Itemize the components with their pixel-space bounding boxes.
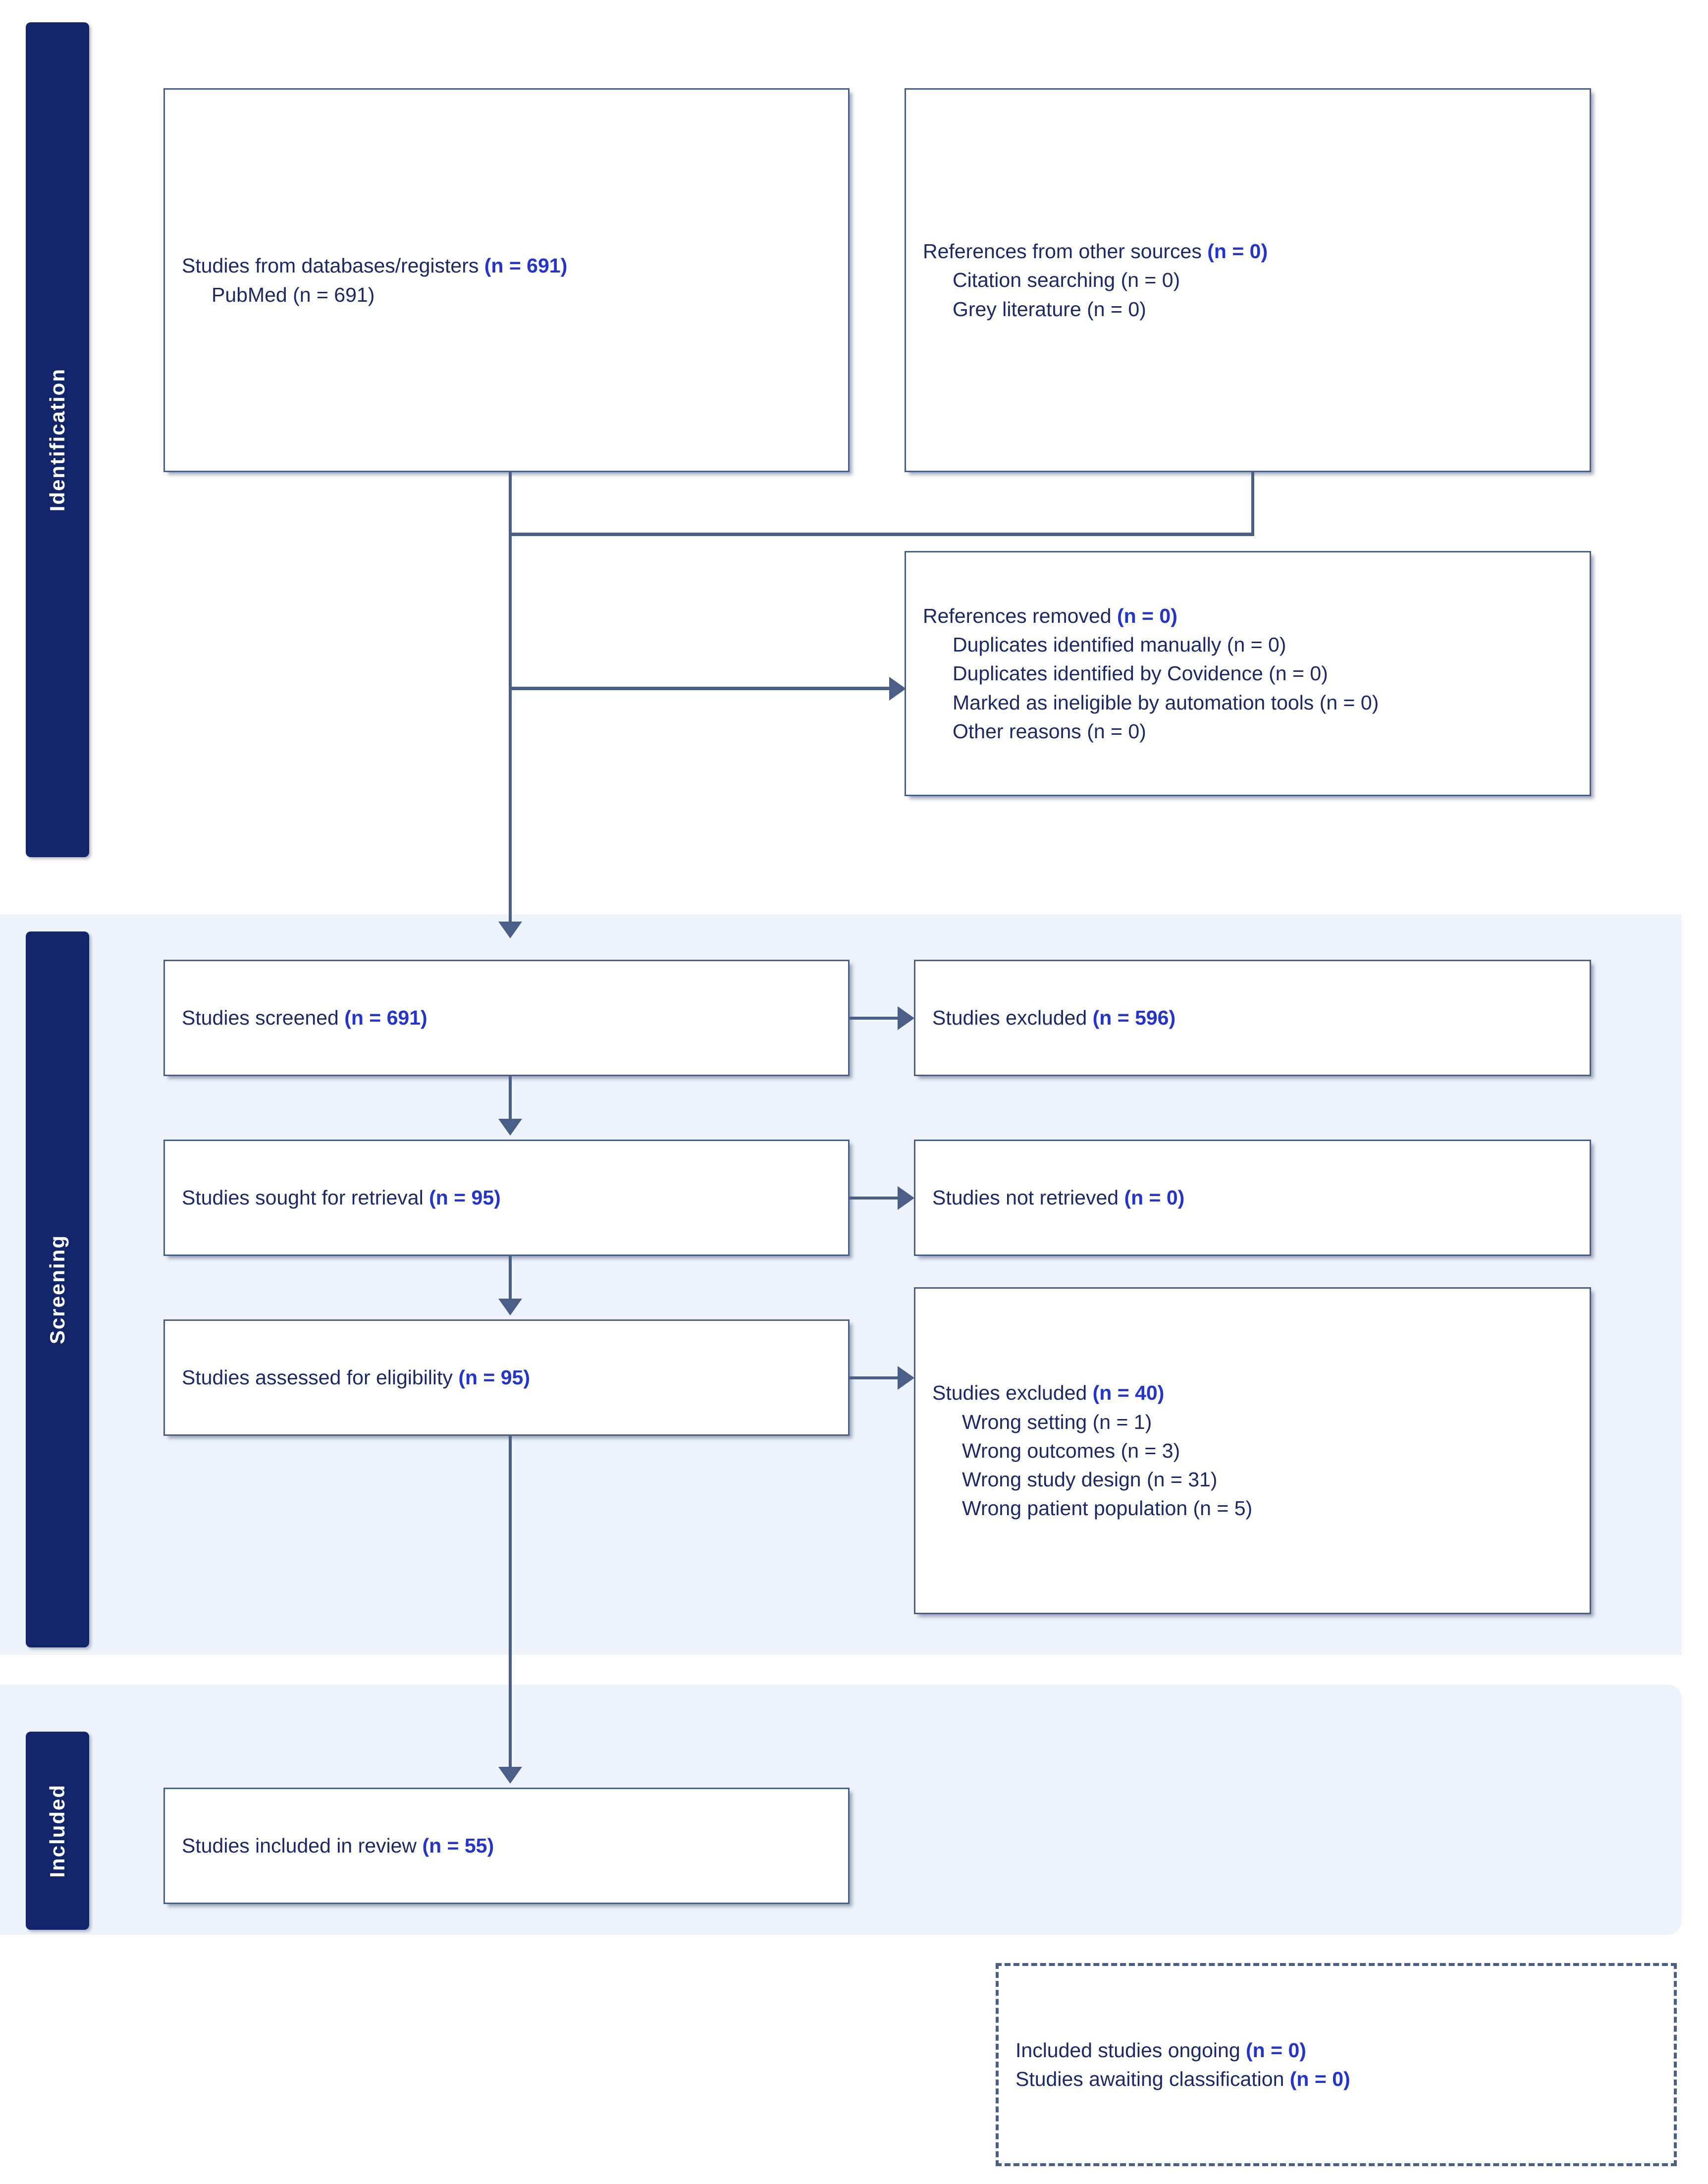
phase-label-screening: Screening — [26, 931, 89, 1647]
phase-label-included-text: Included — [46, 1784, 69, 1878]
connector-merge-horizontal-top — [509, 533, 1254, 536]
arrowhead-assessed-to-excluded-reasons — [898, 1366, 914, 1390]
line-text: Wrong patient population (n = 5) — [962, 1497, 1253, 1520]
connector-sought-to-not-retrieved — [850, 1197, 899, 1200]
line-text: References removed (n = 0) — [923, 604, 1177, 627]
line-text: Included studies ongoing (n = 0) — [1015, 2038, 1306, 2062]
arrowhead-to-studies-screened — [498, 922, 522, 938]
box-studies-not-retrieved[interactable]: Studies not retrieved (n = 0) — [914, 1140, 1591, 1256]
arrowhead-to-sought-for-retrieval — [498, 1119, 522, 1136]
connector-main-trunk-identification — [509, 470, 512, 935]
connector-screened-to-excluded — [850, 1017, 899, 1020]
line-text: Studies not retrieved (n = 0) — [932, 1186, 1185, 1209]
line-text: Studies screened (n = 691) — [182, 1006, 427, 1030]
arrowhead-to-assessed-for-eligibility — [498, 1299, 522, 1315]
line-text: Studies included in review (n = 55) — [182, 1834, 494, 1857]
line-text: Studies awaiting classification (n = 0) — [1015, 2068, 1350, 2090]
box-studies-included-in-review[interactable]: Studies included in review (n = 55) — [163, 1788, 850, 1904]
phase-label-identification: Identification — [26, 22, 89, 857]
connector-to-references-removed — [509, 687, 890, 690]
line-text: PubMed (n = 691) — [212, 283, 375, 306]
box-studies-screened[interactable]: Studies screened (n = 691) — [163, 960, 850, 1076]
line-text: Grey literature (n = 0) — [953, 297, 1146, 321]
box-ongoing-and-awaiting-classification[interactable]: Included studies ongoing (n = 0) Studies… — [996, 1963, 1677, 2166]
line-text: Citation searching (n = 0) — [953, 269, 1180, 292]
connector-sought-to-assessed — [509, 1256, 512, 1305]
line-text: Duplicates identified manually (n = 0) — [953, 633, 1286, 656]
line-text: Wrong outcomes (n = 3) — [962, 1439, 1180, 1462]
connector-screened-to-sought — [509, 1076, 512, 1125]
line-text: Studies sought for retrieval (n = 95) — [182, 1186, 501, 1209]
connector-other-sources-down — [1251, 468, 1254, 535]
arrowhead-to-studies-included — [498, 1767, 522, 1784]
phase-label-screening-text: Screening — [46, 1234, 69, 1345]
box-studies-assessed-for-eligibility[interactable]: Studies assessed for eligibility (n = 95… — [163, 1319, 850, 1436]
arrowhead-sought-to-not-retrieved — [898, 1186, 914, 1210]
box-studies-excluded-with-reasons[interactable]: Studies excluded (n = 40) Wrong setting … — [914, 1287, 1591, 1614]
line-text: Duplicates identified by Covidence (n = … — [953, 662, 1328, 685]
box-studies-excluded-screening[interactable]: Studies excluded (n = 596) — [914, 960, 1591, 1076]
line-text: References from other sources (n = 0) — [923, 240, 1268, 263]
line-text: Marked as ineligible by automation tools… — [953, 691, 1379, 714]
arrowhead-to-references-removed — [889, 677, 906, 701]
line-text: Wrong study design (n = 31) — [962, 1468, 1218, 1491]
line-text: Other reasons (n = 0) — [953, 719, 1146, 743]
box-studies-from-databases[interactable]: Studies from databases/registers (n = 69… — [163, 88, 850, 472]
line-text: Studies assessed for eligibility (n = 95… — [182, 1366, 531, 1389]
line-text: Studies excluded (n = 40) — [932, 1381, 1165, 1405]
arrowhead-screened-to-excluded — [898, 1006, 914, 1030]
box-studies-sought-for-retrieval[interactable]: Studies sought for retrieval (n = 95) — [163, 1140, 850, 1256]
line-text: Studies from databases/registers (n = 69… — [182, 254, 568, 277]
box-references-removed[interactable]: References removed (n = 0) Duplicates id… — [905, 551, 1591, 796]
connector-assessed-to-included — [509, 1436, 512, 1773]
connector-assessed-to-excluded-reasons — [850, 1376, 899, 1379]
line-text: Wrong setting (n = 1) — [962, 1410, 1152, 1433]
phase-label-identification-text: Identification — [46, 368, 69, 512]
phase-label-included: Included — [26, 1732, 89, 1930]
box-references-from-other-sources[interactable]: References from other sources (n = 0) Ci… — [905, 88, 1591, 472]
line-text: Studies excluded (n = 596) — [932, 1006, 1176, 1030]
